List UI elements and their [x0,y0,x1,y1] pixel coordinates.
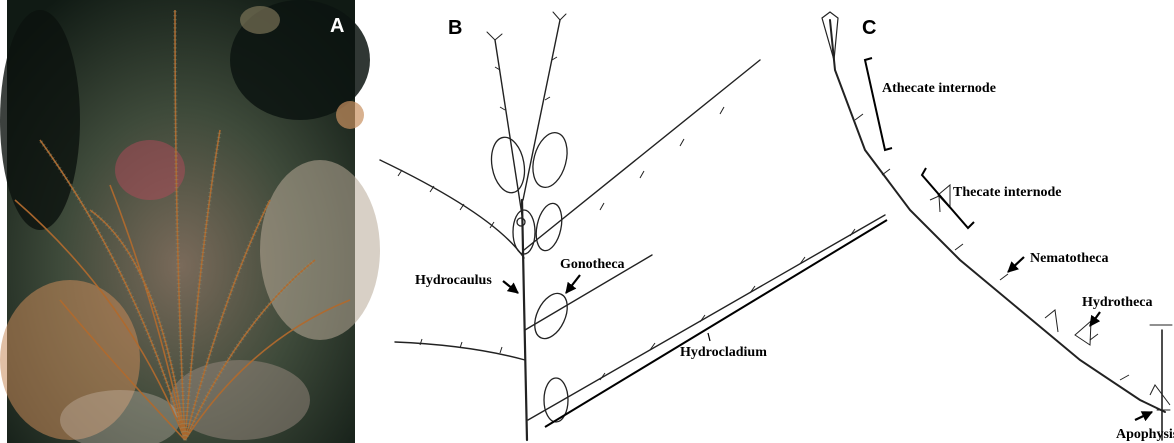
arrow-nematotheca [1008,257,1024,272]
label-nematotheca: Nematotheca [1030,251,1109,266]
panel-c-letter: C [862,17,876,39]
label-hydrocaulus: Hydrocaulus [415,273,492,288]
label-thecate: Thecate internode [953,185,1061,200]
hydrocaulus-stem [522,200,527,440]
arrow-hydrotheca [1090,312,1100,326]
bracket-athecate [865,58,892,150]
hydrocladium-tick [708,333,710,341]
label-apophysis: Apophysis [1116,427,1174,442]
gonothecae [487,129,573,422]
hydrocladium-c [830,20,1165,412]
label-hydrocladium: Hydrocladium [680,345,767,360]
hydrothecae-c [855,114,1170,405]
arrow-gonotheca [566,275,580,293]
panel-a-letter: A [330,15,344,37]
panel-a-photo: A [0,0,380,443]
label-athecate: Athecate internode [882,81,996,96]
label-hydrotheca: Hydrotheca [1082,295,1153,310]
label-gonotheca: Gonotheca [560,257,625,272]
arrow-apophysis [1135,412,1152,420]
hydrothecae-b [398,57,855,380]
hydrocladium-bracket [545,220,887,427]
panel-b-letter: B [448,17,462,39]
arrow-hydrocaulus [503,281,518,293]
panel-b-drawing: B Hydrocaulus Gonotheca [380,12,887,440]
